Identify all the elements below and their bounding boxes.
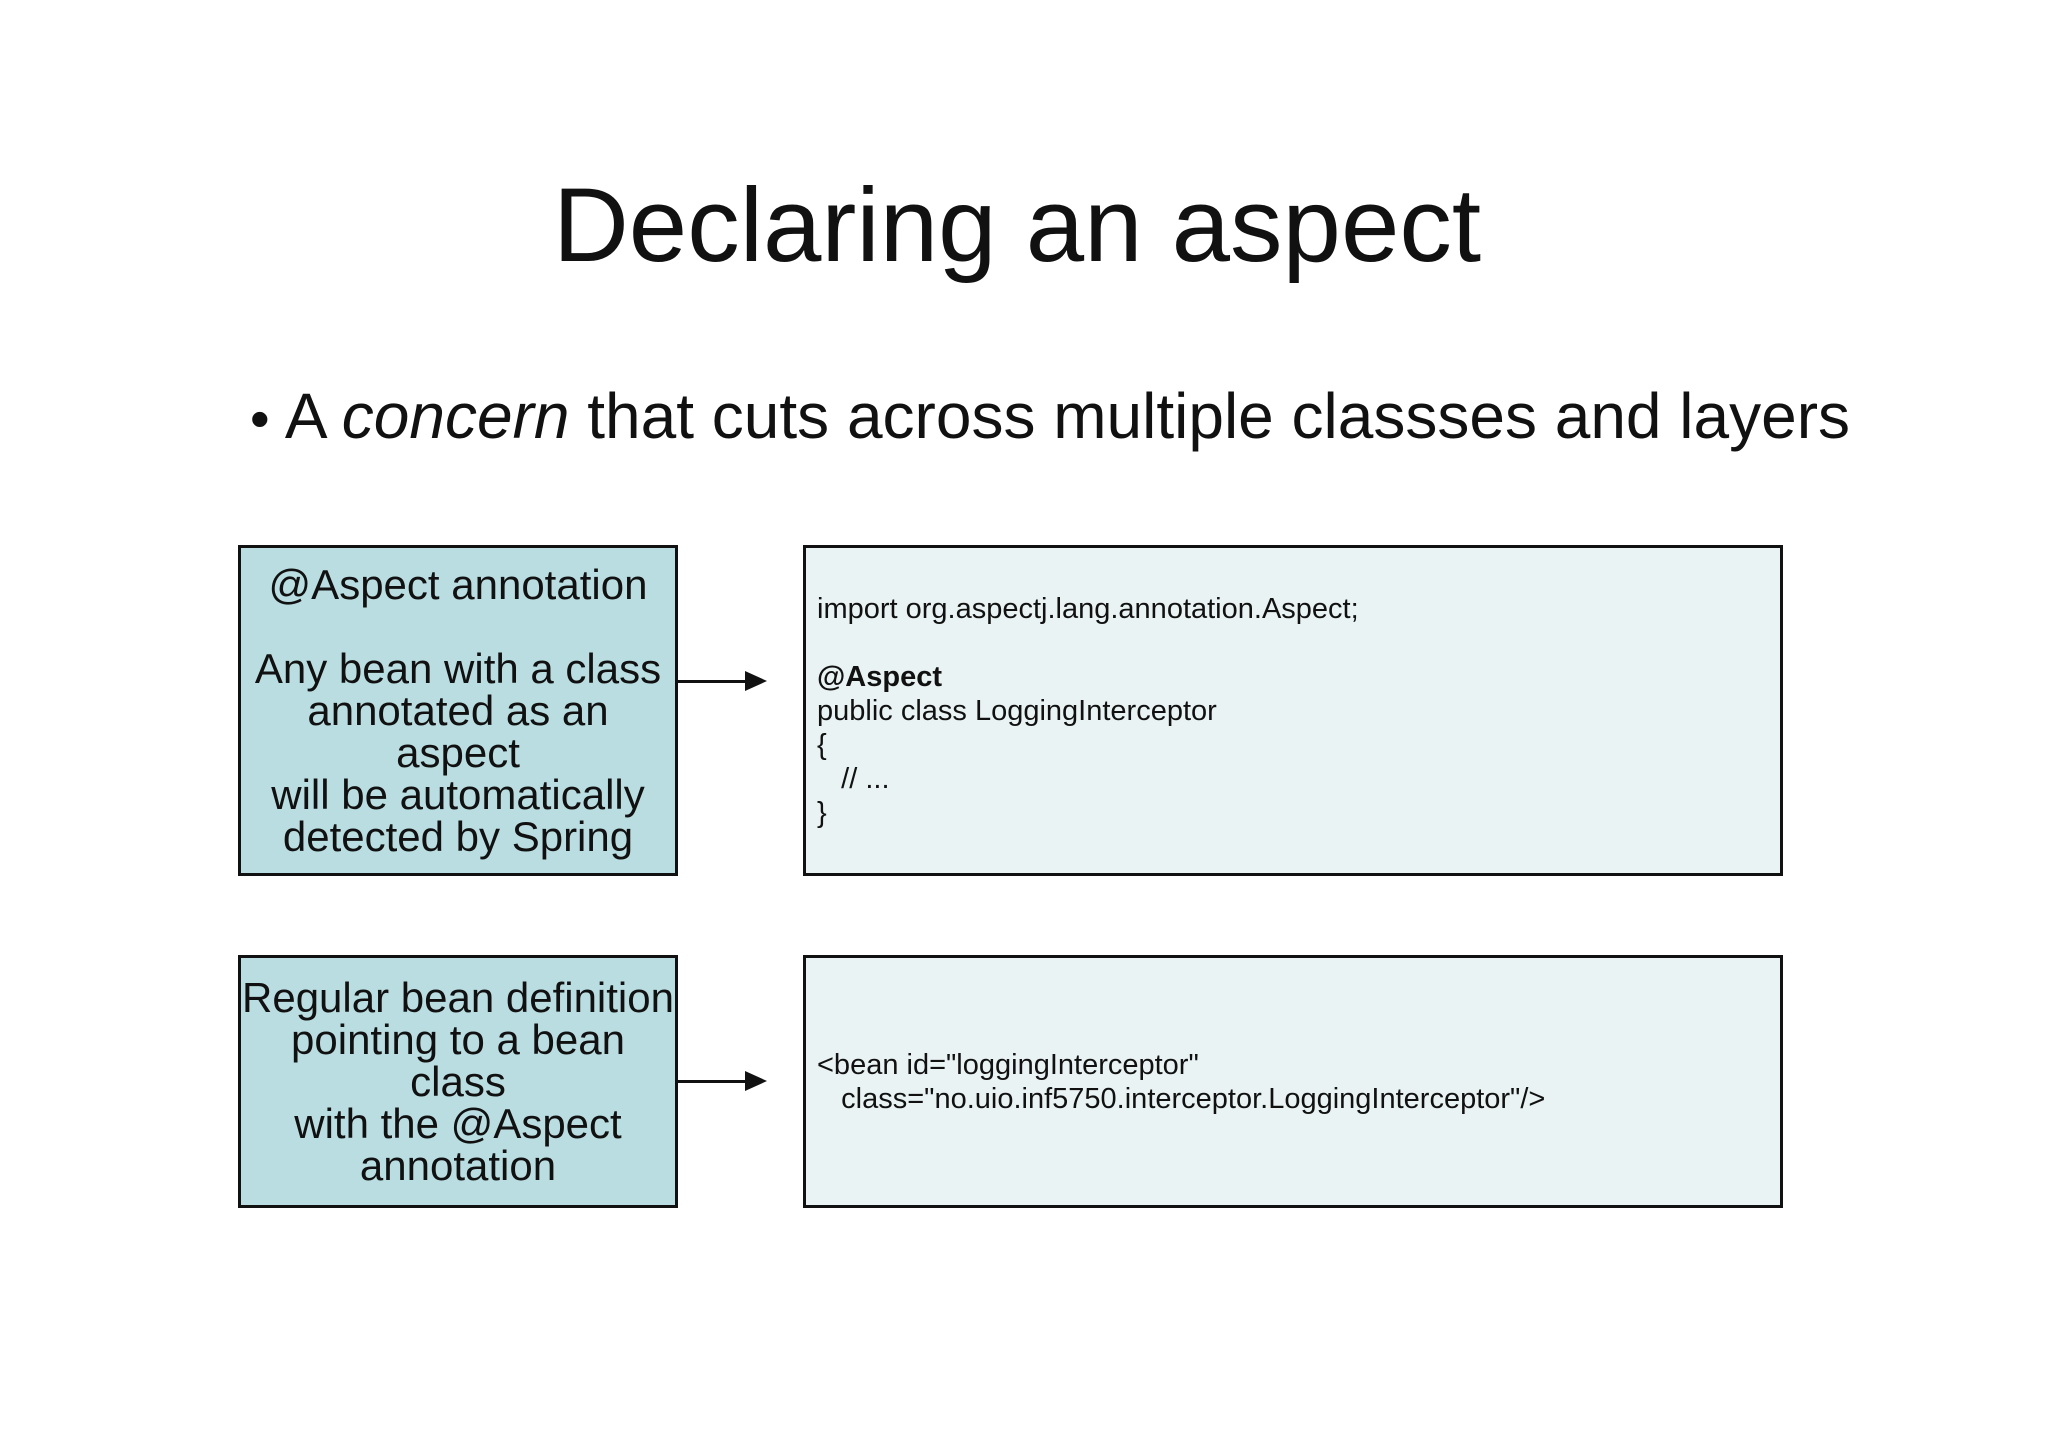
label-line: Any bean with a class <box>254 644 662 692</box>
code-line: } <box>817 796 827 829</box>
label-line: will be automatically <box>271 770 645 818</box>
label-line <box>241 606 675 648</box>
arrow-right-icon-row2 <box>678 1068 768 1096</box>
code-line: import org.aspectj.lang.annotation.Aspec… <box>817 592 1359 625</box>
code-line: // ... <box>817 762 890 795</box>
label-line: annotated as an aspect <box>307 686 609 776</box>
java-aspect-code-box: import org.aspectj.lang.annotation.Aspec… <box>803 545 1783 876</box>
label-line: @Aspect annotation <box>268 560 648 608</box>
bean-definition-label-box: Regular bean definition pointing to a be… <box>238 955 678 1208</box>
label-line: Regular bean definition <box>242 973 674 1021</box>
arrow-right-icon-row1 <box>678 668 768 696</box>
arrow-head <box>745 671 767 691</box>
label-line: with the @Aspect <box>294 1099 622 1147</box>
label-line: pointing to a bean class <box>291 1015 625 1105</box>
arrow-shaft <box>678 680 748 683</box>
code-line: <bean id="loggingInterceptor" <box>817 1048 1199 1081</box>
code-line <box>817 626 1780 660</box>
label-line: annotation <box>359 1141 557 1189</box>
code-line: public class LoggingInterceptor <box>817 694 1217 727</box>
bullet-icon: • <box>250 387 270 450</box>
code-line: class="no.uio.inf5750.interceptor.Loggin… <box>817 1082 1546 1115</box>
code-line: { <box>817 728 827 761</box>
arrow-shaft <box>678 1080 748 1083</box>
aspect-annotation-label-box: @Aspect annotation Any bean with a class… <box>238 545 678 876</box>
arrow-head <box>745 1071 767 1091</box>
bullet-item: • A concern that cuts across multiple cl… <box>250 378 1850 455</box>
bullet-text: A concern that cuts across multiple clas… <box>284 380 1850 452</box>
bullet-text-emphasis: concern <box>341 380 570 452</box>
label-line: detected by Spring <box>282 812 634 860</box>
code-line-aspect-annotation: @Aspect <box>817 660 942 693</box>
slide-title: Declaring an aspect <box>552 167 1482 284</box>
bean-xml-code-box: <bean id="loggingInterceptor" class="no.… <box>803 955 1783 1208</box>
